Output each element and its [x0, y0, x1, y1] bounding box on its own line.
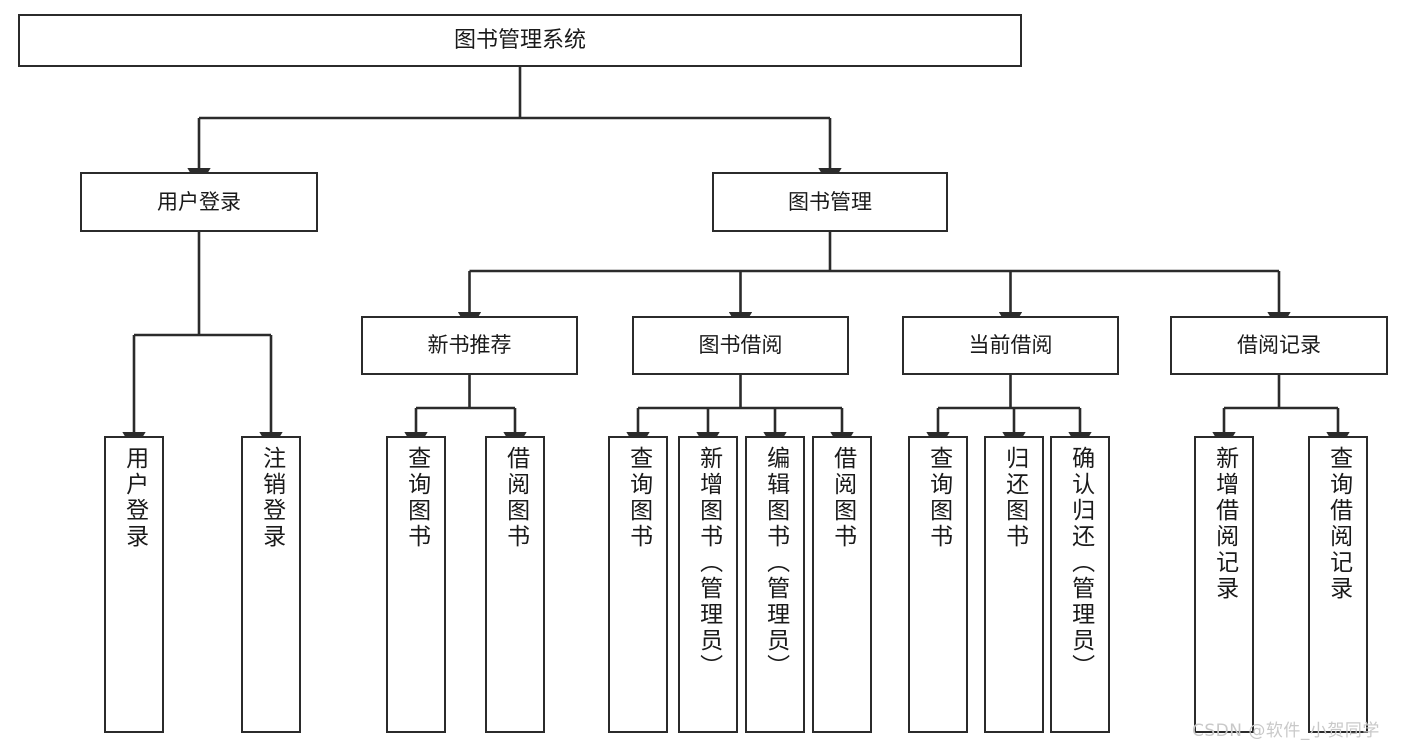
node-leaf-bb-edit[interactable]: 编辑图书（管理员） — [745, 436, 805, 733]
node-label-leaf-user-login: 用户登录 — [121, 446, 148, 550]
node-label-leaf-br-add: 新增借阅记录 — [1211, 446, 1238, 602]
node-user-login[interactable]: 用户登录 — [80, 172, 318, 232]
node-leaf-br-add[interactable]: 新增借阅记录 — [1194, 436, 1254, 733]
node-leaf-cb-query[interactable]: 查询图书 — [908, 436, 968, 733]
node-label-leaf-bb-query: 查询图书 — [625, 446, 652, 550]
node-label-leaf-user-logout: 注销登录 — [258, 446, 285, 550]
node-book-manage[interactable]: 图书管理 — [712, 172, 948, 232]
edges-group — [122, 67, 1350, 452]
node-label-current-borrow: 当前借阅 — [968, 333, 1053, 358]
node-label-leaf-cb-return: 归还图书 — [1001, 446, 1028, 550]
node-label-book-borrow: 图书借阅 — [698, 333, 783, 358]
node-label-leaf-cb-confirm: 确认归还（管理员） — [1067, 446, 1094, 680]
node-borrow-record[interactable]: 借阅记录 — [1170, 316, 1388, 375]
node-root[interactable]: 图书管理系统 — [18, 14, 1022, 67]
node-book-borrow[interactable]: 图书借阅 — [632, 316, 849, 375]
node-leaf-br-query[interactable]: 查询借阅记录 — [1308, 436, 1368, 733]
node-leaf-bb-query[interactable]: 查询图书 — [608, 436, 668, 733]
node-label-new-book-rec: 新书推荐 — [427, 333, 512, 358]
node-leaf-user-login[interactable]: 用户登录 — [104, 436, 164, 733]
node-leaf-rec-query[interactable]: 查询图书 — [386, 436, 446, 733]
node-label-leaf-bb-add: 新增图书（管理员） — [695, 446, 722, 680]
node-label-borrow-record: 借阅记录 — [1237, 333, 1321, 358]
node-label-leaf-br-query: 查询借阅记录 — [1325, 446, 1352, 602]
node-leaf-cb-confirm[interactable]: 确认归还（管理员） — [1050, 436, 1110, 733]
node-leaf-bb-add[interactable]: 新增图书（管理员） — [678, 436, 738, 733]
csdn-watermark: CSDN @软件_小贺同学 — [1192, 721, 1380, 741]
node-label-leaf-rec-query: 查询图书 — [403, 446, 430, 550]
node-label-leaf-rec-borrow: 借阅图书 — [502, 446, 529, 550]
node-label-leaf-bb-borrow: 借阅图书 — [829, 446, 856, 550]
node-label-user-login: 用户登录 — [157, 189, 241, 214]
node-leaf-cb-return[interactable]: 归还图书 — [984, 436, 1044, 733]
node-label-leaf-cb-query: 查询图书 — [925, 446, 952, 550]
node-leaf-bb-borrow[interactable]: 借阅图书 — [812, 436, 872, 733]
node-current-borrow[interactable]: 当前借阅 — [902, 316, 1119, 375]
node-new-book-rec[interactable]: 新书推荐 — [361, 316, 578, 375]
node-leaf-user-logout[interactable]: 注销登录 — [241, 436, 301, 733]
node-label-leaf-bb-edit: 编辑图书（管理员） — [762, 446, 789, 680]
node-label-book-manage: 图书管理 — [788, 189, 872, 214]
node-label-root: 图书管理系统 — [453, 27, 586, 53]
node-leaf-rec-borrow[interactable]: 借阅图书 — [485, 436, 545, 733]
